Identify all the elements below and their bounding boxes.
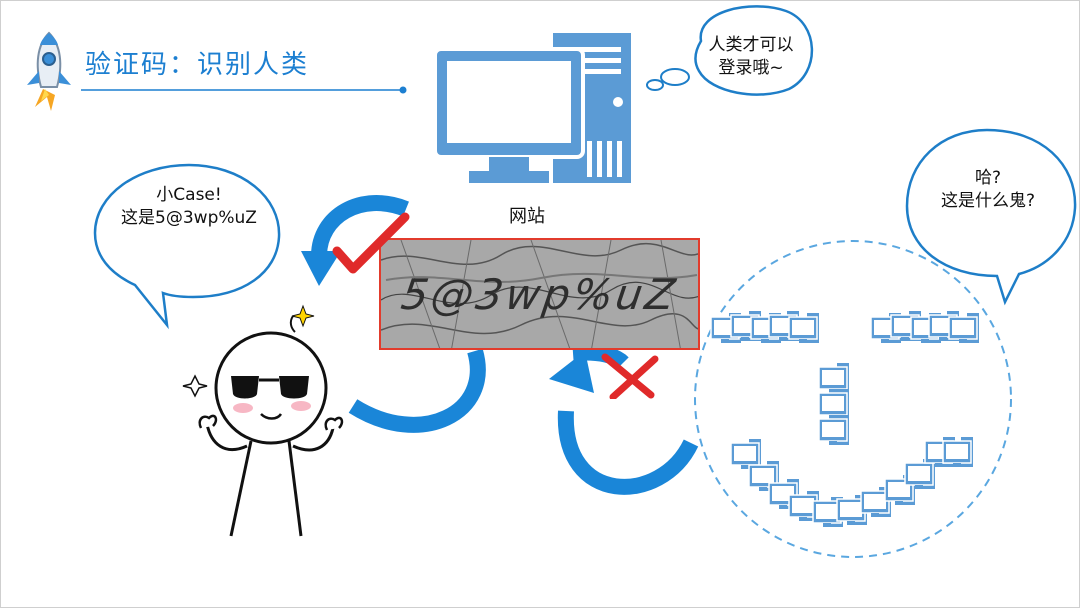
left-top-arrow-arc [311,195,409,257]
human-bubble-line-2: 这是5@3wp%uZ [121,208,257,228]
page-title: 验证码：识别人类 [85,50,310,80]
computer-bubble-line-2: 登录哦~ [718,58,784,78]
bot-eye-right [870,310,980,344]
right-bottom-arrow-arc [557,410,699,495]
stick-figure-illustration [182,304,344,537]
computer-bubble-line-1: 人类才可以 [708,35,794,55]
captcha-image: 5@3wp%uZ [379,238,700,350]
bot-network-illustration [694,240,1012,558]
captcha-noise [381,240,698,348]
check-icon [332,212,410,274]
bots-bubble-line-2: 这是什么鬼? [940,191,1036,211]
captcha-text: 5@3wp%uZ [398,270,681,319]
bots-bubble-text: 哈? 这是什么鬼? [913,167,1063,213]
sparkle-icon [291,304,315,328]
computer-thought-bubble [646,5,814,96]
right-arrow-head [549,351,594,393]
desktop-computer-icon [433,33,631,183]
left-arrow-head [301,251,341,286]
title-underline [81,86,407,94]
left-bottom-arrow-arc [348,348,486,433]
rocket-icon [27,31,71,111]
bot-mouth [730,436,974,528]
bot-eye-left [710,310,820,344]
human-bubble-line-1: 小Case! [156,185,222,205]
computer-bubble-text: 人类才可以 登录哦~ [701,34,801,80]
human-bubble-text: 小Case! 这是5@3wp%uZ [97,184,281,230]
human-speech-bubble [93,163,281,330]
bots-bubble-line-1: 哈? [974,168,1002,188]
bot-nose [818,362,850,446]
bots-speech-bubble [905,128,1077,306]
cross-icon [601,353,659,399]
site-label: 网站 [509,206,545,227]
